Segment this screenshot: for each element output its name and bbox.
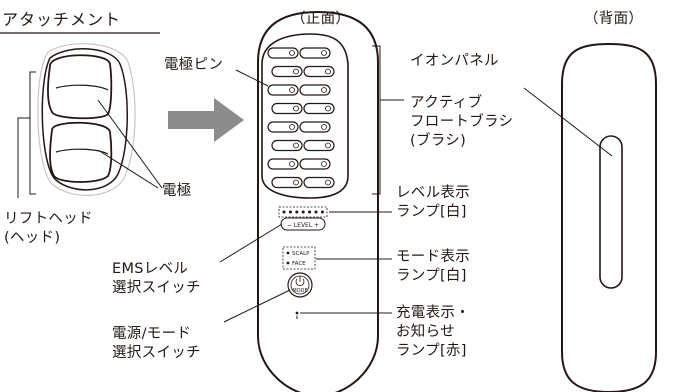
electrode-pin xyxy=(267,47,299,59)
ion-panel xyxy=(599,135,623,289)
electrode-pin xyxy=(303,65,335,78)
electrode-pin-tip xyxy=(289,161,295,167)
electrode-pin-tip xyxy=(289,87,295,93)
charge-lamp-label: 充電表示・ お知らせ ランプ[赤] xyxy=(396,305,470,359)
mode-marking: MODE xyxy=(292,288,307,294)
electrode-pin-tip xyxy=(289,124,295,130)
level-lamp-dot xyxy=(282,210,286,214)
electrode-pin-tip xyxy=(321,161,327,167)
ems-switch-label: EMSレベル 選択スイッチ xyxy=(112,261,201,296)
electrode-pin-tip xyxy=(325,142,331,149)
level-lamp-label: レベル表示 ランプ[白] xyxy=(396,185,470,220)
level-lamp-dot xyxy=(288,210,292,214)
back-view-label: （背面） xyxy=(584,11,644,27)
brush-label: アクティブ フロートブラシ (ブラシ) xyxy=(410,95,514,149)
electrode-pin-tip xyxy=(293,179,299,186)
electrode-pin xyxy=(299,84,331,96)
electrode-pin-label: 電極ピン xyxy=(164,57,224,73)
electrode-pin-tip xyxy=(321,124,327,130)
electrode-pin xyxy=(267,158,299,170)
level-lamp-dot xyxy=(301,210,305,214)
electrode-pins xyxy=(267,47,335,189)
electrode-pin-tip xyxy=(289,50,295,56)
level-lamp-dot xyxy=(314,210,318,214)
front-view-label: （正面） xyxy=(291,11,351,27)
leader-electrode-1 xyxy=(97,99,163,189)
charge-lamp-dot xyxy=(295,311,299,315)
electrode-pin-tip xyxy=(325,105,331,112)
electrode-pin xyxy=(299,158,331,170)
level-lamp-box xyxy=(278,206,328,218)
mode-lamp-label: モード表示 ランプ[白] xyxy=(396,249,470,284)
electrode-pin xyxy=(303,102,335,115)
ems-level-switch-shape xyxy=(280,217,326,231)
electrode-pin xyxy=(271,176,303,189)
electrode-pin-tip xyxy=(325,68,331,75)
electrode-pin xyxy=(267,121,299,133)
electrode-pin-tip xyxy=(293,105,299,112)
electrode-pin-tip xyxy=(325,179,331,186)
electrode-pin-tip xyxy=(321,50,327,56)
electrode-pin xyxy=(299,121,331,133)
mode-lamp-box xyxy=(282,246,316,270)
electrode-upper xyxy=(47,54,113,120)
power-switch-label: 電源/モード 選択スイッチ xyxy=(112,326,201,361)
device-front-view: − LEVEL + SCALP FACE MODE xyxy=(219,10,404,392)
scalp-marking: SCALP xyxy=(292,251,310,257)
level-lamp-dot xyxy=(295,210,299,214)
electrode-pin xyxy=(271,65,303,78)
electrode-pin xyxy=(299,47,331,59)
level-lamp-dot xyxy=(308,210,312,214)
lift-head-attachment xyxy=(17,43,163,198)
attachment-title: アタッチメント xyxy=(2,10,122,29)
level-marking: − LEVEL + xyxy=(287,222,319,229)
direction-arrow xyxy=(168,98,244,142)
ion-panel-label: イオンパネル xyxy=(410,53,499,69)
electrode-pin xyxy=(303,139,335,152)
device-back-view xyxy=(523,42,657,392)
electrode-pin-tip xyxy=(321,87,327,93)
face-marking: FACE xyxy=(292,261,306,267)
lift-head-label: リフトヘッド (ヘッド) xyxy=(4,211,93,246)
electrode-pin xyxy=(271,139,303,152)
electrode-pin xyxy=(267,84,299,96)
electrode-lower xyxy=(49,121,113,183)
electrode-label: 電極 xyxy=(162,183,192,199)
level-lamp-dot xyxy=(320,210,324,214)
leader-electrode-2 xyxy=(97,149,159,189)
power-mode-button-shape xyxy=(287,272,313,298)
electrode-pin xyxy=(271,102,303,115)
level-lamp-dots xyxy=(282,210,324,214)
electrode-pin-tip xyxy=(293,68,299,75)
electrode-pin-tip xyxy=(293,142,299,149)
electrode-pin xyxy=(303,176,335,189)
